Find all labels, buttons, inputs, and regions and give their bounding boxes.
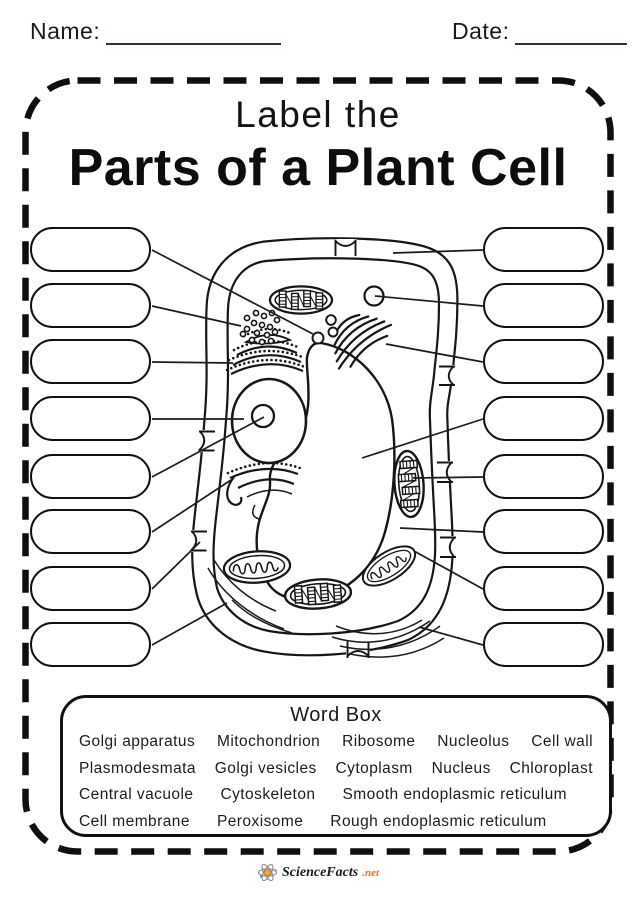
answer-blank-right-2[interactable] xyxy=(483,283,604,328)
plasmodesma-right-lower xyxy=(440,536,456,558)
word-rough-er: Rough endoplasmic reticulum xyxy=(330,812,547,830)
golgi-apparatus xyxy=(333,313,393,370)
answer-blank-right-7[interactable] xyxy=(483,566,604,611)
label-line-mitochondrion xyxy=(413,550,484,590)
word-cell-wall: Cell wall xyxy=(531,733,593,750)
chloroplast-top xyxy=(270,286,332,313)
label-lines xyxy=(151,249,484,646)
label-line-cytoskeleton xyxy=(418,626,484,646)
word-nucleolus: Nucleolus xyxy=(437,733,510,750)
word-box-row-3: Central vacuole Cytoskeleton Smooth endo… xyxy=(79,786,593,804)
brand-name[interactable]: ScienceFacts xyxy=(281,864,359,880)
word-box-row-4: Cell membrane Peroxisome Rough endoplasm… xyxy=(79,813,593,831)
answer-blank-left-6[interactable] xyxy=(30,509,151,554)
word-ribosome: Ribosome xyxy=(342,733,416,750)
plasmodesma-left-upper xyxy=(198,430,215,452)
label-line-cell-wall xyxy=(392,249,484,254)
word-box-title: Word Box xyxy=(290,704,382,726)
label-line-plasmodesmata xyxy=(151,541,201,590)
answer-blank-right-4[interactable] xyxy=(483,396,604,441)
answer-blank-right-6[interactable] xyxy=(483,509,604,554)
label-line-nucleolus xyxy=(151,416,265,478)
golgi-vesicles xyxy=(311,314,339,345)
word-smooth-er: Smooth endoplasmic reticulum xyxy=(342,786,567,803)
ribosomes xyxy=(239,309,281,346)
dashed-border xyxy=(22,77,614,855)
nucleolus xyxy=(250,403,276,429)
label-line-ribosome xyxy=(151,305,242,327)
atom-icon xyxy=(257,863,278,882)
answer-blank-left-7[interactable] xyxy=(30,566,151,611)
word-chloroplast: Chloroplast xyxy=(509,759,593,777)
label-line-cell-membrane xyxy=(151,602,228,646)
date-field-group: Date: xyxy=(452,18,628,45)
label-line-golgi-vesicles xyxy=(151,249,314,335)
plasmodesma-top xyxy=(334,239,357,256)
brand-suffix[interactable]: .net xyxy=(362,866,380,879)
answer-blank-left-5[interactable] xyxy=(30,454,151,499)
label-line-cytoplasm xyxy=(399,527,484,533)
label-line-rough-er xyxy=(151,361,234,364)
answer-blank-right-3[interactable] xyxy=(483,339,604,384)
word-golgi-vesicles: Golgi vesicles xyxy=(214,759,317,777)
word-box: Word Box Golgi apparatus Mitochondrion R… xyxy=(60,695,612,837)
answer-blank-left-1[interactable] xyxy=(30,227,151,272)
word-plasmodesmata: Plasmodesmata xyxy=(79,759,196,777)
word-cytoskeleton: Cytoskeleton xyxy=(220,786,316,803)
label-line-central-vacuole xyxy=(361,418,484,459)
answer-blank-left-2[interactable] xyxy=(30,283,151,328)
name-label: Name: xyxy=(30,18,101,44)
cytoskeleton-left xyxy=(207,559,293,634)
name-input-line[interactable] xyxy=(106,19,282,45)
word-cell-membrane: Cell membrane xyxy=(79,812,190,830)
plasmodesma-right-middle xyxy=(437,461,453,483)
label-line-golgi-apparatus xyxy=(385,343,484,363)
word-golgi-apparatus: Golgi apparatus xyxy=(79,733,196,750)
plasmodesma-right-upper xyxy=(439,365,455,386)
label-line-peroxisome xyxy=(374,295,484,307)
name-field-group: Name: xyxy=(30,18,282,45)
label-line-smooth-er xyxy=(151,479,232,533)
date-label: Date: xyxy=(452,18,510,44)
answer-blank-right-8[interactable] xyxy=(483,622,604,667)
word-box-row-1: Golgi apparatus Mitochondrion Ribosome N… xyxy=(79,733,593,751)
date-input-line[interactable] xyxy=(515,19,628,45)
page-title: Parts of a Plant Cell xyxy=(68,139,568,197)
word-box-row-2: Plasmodesmata Golgi vesicles Cytoplasm N… xyxy=(79,760,593,778)
label-line-chloroplast xyxy=(412,476,484,479)
word-peroxisome: Peroxisome xyxy=(216,812,304,830)
answer-blank-right-1[interactable] xyxy=(483,227,604,272)
word-nucleus: Nucleus xyxy=(431,759,491,777)
word-mitochondrion: Mitochondrion xyxy=(217,733,321,750)
word-cytoplasm: Cytoplasm xyxy=(335,759,413,777)
answer-blank-right-5[interactable] xyxy=(483,454,604,499)
central-vacuole xyxy=(255,341,396,602)
answer-blank-left-4[interactable] xyxy=(30,396,151,441)
answer-blank-left-8[interactable] xyxy=(30,622,151,667)
answer-blank-left-3[interactable] xyxy=(30,339,151,384)
title-line1: Label the xyxy=(235,94,401,135)
word-central-vacuole: Central vacuole xyxy=(79,786,194,803)
brand-footer: ScienceFacts .net xyxy=(0,862,636,883)
rough-er xyxy=(225,327,309,375)
smooth-er xyxy=(226,461,302,520)
